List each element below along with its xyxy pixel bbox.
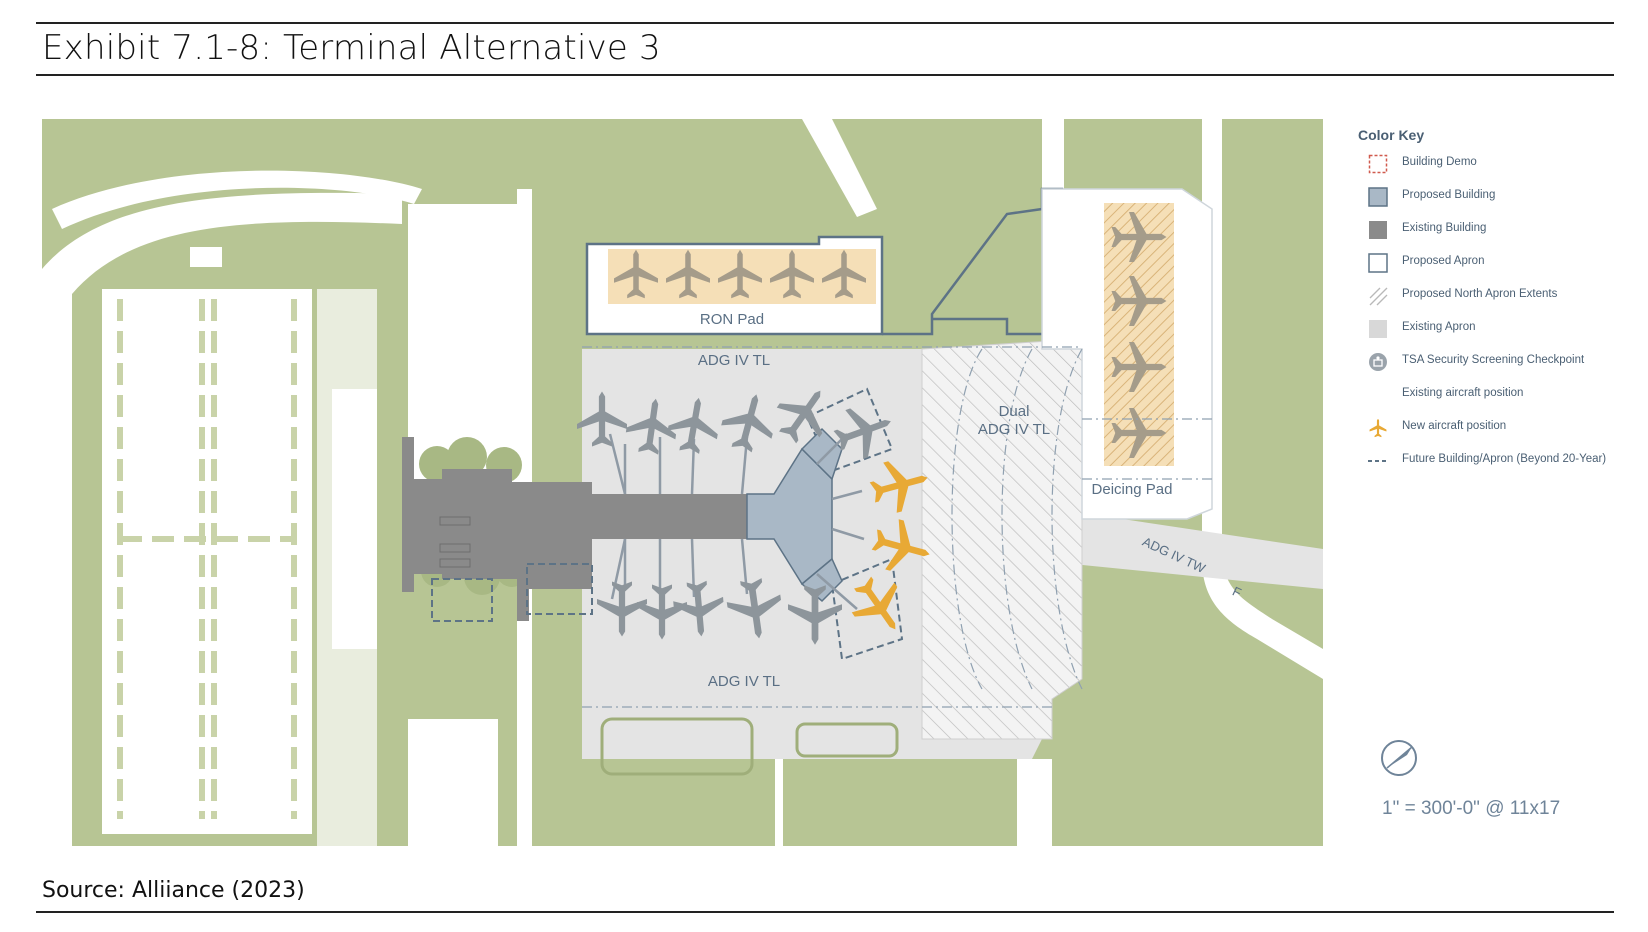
source-note: Source: Alliiance (2023) <box>42 878 305 903</box>
legend-label: Existing Apron <box>1402 321 1476 333</box>
legend-label: Proposed Apron <box>1402 255 1485 267</box>
adg-tl-bottom-label: ADG IV TL <box>708 673 780 690</box>
legend-item-north-apron-extents: Proposed North Apron Extents <box>1368 284 1628 308</box>
title-underline <box>36 74 1614 76</box>
dual-label: Dual <box>999 403 1030 420</box>
landside-roadway <box>42 192 402 846</box>
proposed-apron-swatch-icon <box>1368 253 1388 273</box>
east-south-road <box>1017 759 1052 846</box>
legend-label: Proposed Building <box>1402 189 1496 201</box>
top-rule <box>36 22 1614 24</box>
adg-tl-top-label: ADG IV TL <box>698 352 770 369</box>
future-dashed-line-icon <box>1368 460 1388 462</box>
legend-label: Existing aircraft position <box>1402 387 1524 399</box>
south-grass-patch-2 <box>795 722 899 758</box>
legend-item-building-demo: Building Demo <box>1368 152 1628 176</box>
legend-item-tsa-checkpoint: TSA Security Screening Checkpoint <box>1368 350 1628 374</box>
legend-item-new-aircraft: New aircraft position <box>1368 416 1628 440</box>
color-key-legend: Color Key Building Demo Proposed Buildin… <box>1350 118 1620 878</box>
north-arrow-icon <box>1381 740 1417 776</box>
terminal-details <box>439 516 471 568</box>
road-south <box>408 719 498 846</box>
legend-item-existing-aircraft: Existing aircraft position <box>1368 383 1628 407</box>
taxilane-centerlines <box>582 346 1212 708</box>
legend-item-existing-building: Existing Building <box>1368 218 1628 242</box>
existing-apron-swatch-icon <box>1369 320 1387 338</box>
scale-note: 1" = 300'-0" @ 11x17 <box>1382 798 1561 819</box>
north-taxiway <box>802 119 877 217</box>
existing-terminal-building <box>414 469 752 589</box>
legend-label: TSA Security Screening Checkpoint <box>1402 354 1585 366</box>
parking-lot-west <box>102 289 312 834</box>
existing-building-swatch-icon <box>1369 221 1387 239</box>
terminal-wall <box>402 437 414 592</box>
legend-item-future-building: Future Building/Apron (Beyond 20-Year) <box>1368 449 1628 473</box>
hatch-swatch-icon <box>1369 287 1388 306</box>
landside-loop-road <box>52 170 422 229</box>
legend-item-proposed-building: Proposed Building <box>1368 185 1628 209</box>
legend-title: Color Key <box>1358 127 1425 143</box>
demo-dashed-square-icon <box>1368 154 1388 174</box>
legend-item-existing-apron: Existing Apron <box>1368 317 1628 341</box>
small-structure <box>190 247 222 267</box>
tsa-checkpoint-icon <box>1369 353 1387 371</box>
ron-pad-label: RON Pad <box>700 311 764 328</box>
bottom-rule <box>36 911 1614 913</box>
legend-label: Building Demo <box>1402 156 1477 168</box>
legend-label: Existing Building <box>1402 222 1487 234</box>
legend-label: Proposed North Apron Extents <box>1402 288 1558 300</box>
legend-label: New aircraft position <box>1402 420 1507 432</box>
terminal-layout-map: RON Pad Deicing Pad ADG IV TL ADG IV TL … <box>42 119 1323 846</box>
proposed-building-swatch-icon <box>1368 187 1388 207</box>
parking-structure-east <box>332 389 377 649</box>
east-road <box>1202 119 1323 679</box>
deicing-pad-label: Deicing Pad <box>1092 481 1173 498</box>
service-road-south <box>775 759 783 846</box>
legend-item-proposed-apron: Proposed Apron <box>1368 251 1628 275</box>
south-grass-patch <box>600 717 754 776</box>
exhibit-title: Exhibit 7.1-8: Terminal Alternative 3 <box>42 28 661 68</box>
dual-adg-label: ADG IV TL <box>978 421 1050 438</box>
new-aircraft-icon <box>1369 418 1387 438</box>
legend-label: Future Building/Apron (Beyond 20-Year) <box>1402 453 1607 465</box>
